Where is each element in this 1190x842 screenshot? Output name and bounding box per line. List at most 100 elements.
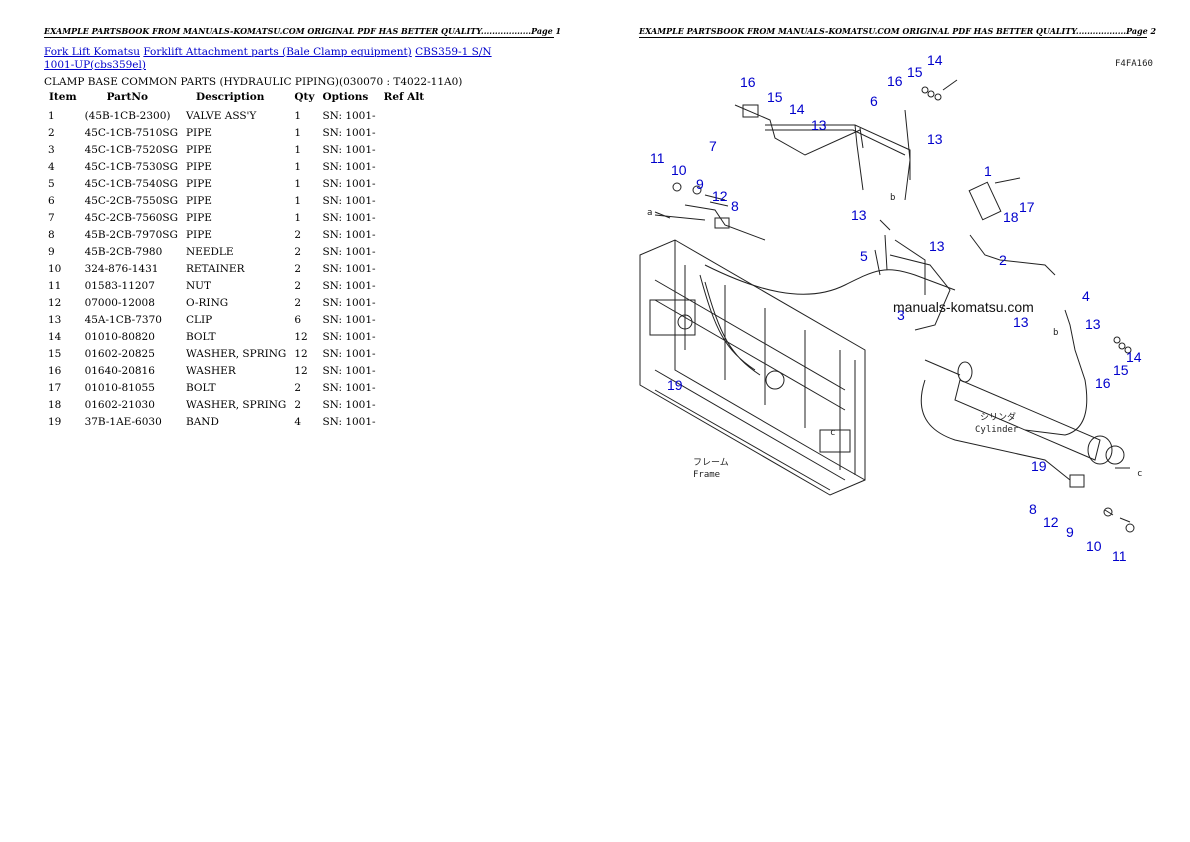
- callout-14: 14: [927, 52, 943, 68]
- cell-qty: 1: [294, 177, 302, 190]
- cell-item: 9: [48, 245, 55, 258]
- cell-description: VALVE ASS'Y: [185, 109, 257, 122]
- watermark: manuals-komatsu.com: [893, 299, 1034, 315]
- callout-15: 15: [907, 64, 923, 80]
- cell-item: 6: [48, 194, 55, 207]
- cell-partno: 45B-2CB-7970SG: [84, 228, 178, 241]
- pipe-2: [969, 234, 1056, 276]
- breadcrumb-link-attachment[interactable]: Forklift Attachment parts (Bale Clamp eq…: [143, 46, 412, 58]
- cell-description: NUT: [185, 279, 212, 292]
- callout-13: 13: [851, 207, 867, 223]
- cell-qty: 2: [294, 279, 302, 292]
- callout-3: 3: [897, 307, 905, 323]
- cell-refalt: [380, 209, 429, 226]
- cell-options: SN: 1001-: [322, 279, 376, 292]
- cell-refalt: [380, 379, 429, 396]
- cell-refalt: [380, 260, 429, 277]
- cell-description: O-RING: [185, 296, 229, 309]
- cell-partno: 07000-12008: [84, 296, 155, 309]
- cell-options: SN: 1001-: [322, 262, 376, 275]
- callout-19: 19: [667, 377, 683, 393]
- marker-c-cylinder: c: [1137, 469, 1142, 479]
- callout-10: 10: [1086, 538, 1102, 554]
- cell-item: 4: [48, 160, 55, 173]
- marker-a: a: [647, 208, 652, 218]
- col-header-item: Item: [49, 91, 77, 103]
- cell-refalt: [380, 158, 429, 175]
- cell-partno: 45B-2CB-7980: [84, 245, 163, 258]
- cell-refalt: [380, 243, 429, 260]
- callout-19: 19: [1031, 458, 1047, 474]
- cell-item: 14: [48, 330, 62, 343]
- cell-description: WASHER, SPRING: [185, 398, 287, 411]
- cylinder-outline: [954, 379, 1101, 461]
- cell-refalt: [380, 345, 429, 362]
- callout-16: 16: [887, 73, 903, 89]
- marker-b-upper: b: [890, 193, 895, 203]
- cell-qty: 6: [294, 313, 302, 326]
- cell-qty: 1: [294, 143, 302, 156]
- marker-c-frame: c: [830, 428, 835, 438]
- callout-11: 11: [650, 150, 665, 166]
- cell-options: SN: 1001-: [322, 228, 376, 241]
- callout-9: 9: [696, 176, 704, 192]
- callout-7: 7: [709, 138, 717, 154]
- breadcrumb-link-model[interactable]: CBS359-1 S/N 1001-UP(cbs359el): [44, 46, 492, 71]
- frame-label-jp: フレーム: [693, 457, 729, 468]
- breadcrumb-link-fork-lift[interactable]: Fork Lift Komatsu: [44, 46, 140, 58]
- callout-13: 13: [811, 117, 827, 133]
- diagram-code: F4FA160: [1115, 59, 1153, 69]
- cell-options: SN: 1001-: [322, 109, 376, 122]
- callout-9: 9: [1066, 524, 1074, 540]
- cell-partno: 45A-1CB-7370: [84, 313, 162, 326]
- cell-refalt: [380, 124, 429, 141]
- callout-17: 17: [1019, 199, 1035, 215]
- cell-options: SN: 1001-: [322, 415, 376, 428]
- cell-refalt: [380, 362, 429, 379]
- callout-8: 8: [1029, 501, 1037, 517]
- pipe-left: [654, 204, 766, 241]
- frame-outline: [639, 239, 866, 496]
- cell-partno: 01602-21030: [84, 398, 155, 411]
- cell-refalt: [380, 141, 429, 158]
- callout-12: 12: [1043, 514, 1059, 530]
- cell-item: 3: [48, 143, 55, 156]
- cell-description: WASHER: [185, 364, 236, 377]
- cell-options: SN: 1001-: [322, 177, 376, 190]
- cell-description: PIPE: [185, 194, 212, 207]
- callout-15: 15: [767, 89, 783, 105]
- callout-13: 13: [1085, 316, 1101, 332]
- callout-1: 1: [984, 163, 992, 179]
- cell-description: PIPE: [185, 228, 212, 241]
- callout-16: 16: [1095, 375, 1111, 391]
- cell-options: SN: 1001-: [322, 313, 376, 326]
- cell-item: 19: [48, 415, 62, 428]
- cell-description: WASHER, SPRING: [185, 347, 287, 360]
- cell-qty: 2: [294, 398, 302, 411]
- callout-4: 4: [1082, 288, 1090, 304]
- callout-2: 2: [999, 252, 1007, 268]
- cell-options: SN: 1001-: [322, 347, 376, 360]
- cell-partno: 45C-2CB-7550SG: [84, 194, 178, 207]
- cell-item: 18: [48, 398, 62, 411]
- parts-table: Item PartNo Description Qty Options Ref …: [44, 90, 428, 430]
- cell-qty: 1: [294, 194, 302, 207]
- cell-partno: 01640-20816: [84, 364, 155, 377]
- callout-5: 5: [860, 248, 868, 264]
- cell-item: 12: [48, 296, 62, 309]
- cell-partno: 37B-1AE-6030: [84, 415, 162, 428]
- callout-14: 14: [789, 101, 805, 117]
- cell-options: SN: 1001-: [322, 296, 376, 309]
- cell-options: SN: 1001-: [322, 211, 376, 224]
